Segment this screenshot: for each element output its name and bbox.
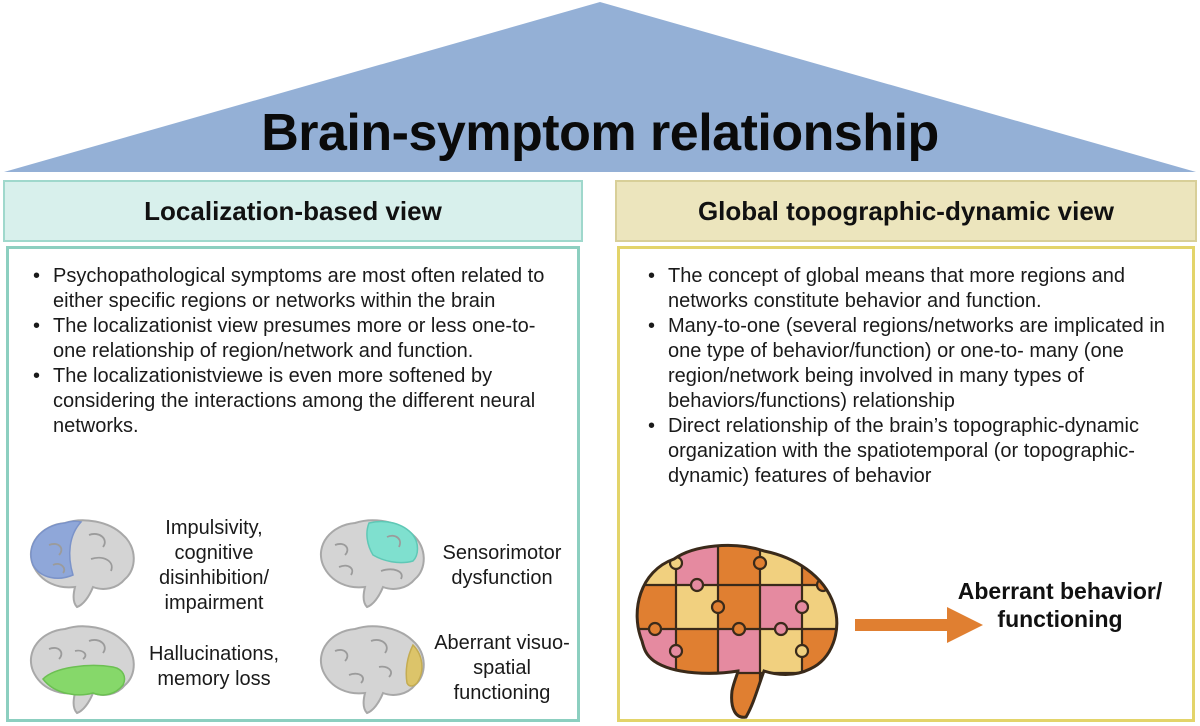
localization-bullets: Psychopathological symptoms are most oft… (27, 264, 567, 439)
bullet-item: Direct relationship of the brain’s topog… (642, 414, 1182, 489)
global-view-header: Global topographic-dynamic view (615, 180, 1197, 242)
main-title: Brain-symptom relationship (261, 104, 939, 162)
bullet-item: The localizationistviewe is even more so… (27, 364, 567, 439)
brain-occipital-icon (320, 625, 425, 715)
brain-label-temporal: Hallucinations, memory loss (148, 643, 280, 690)
brain-temporal-icon (30, 625, 135, 715)
bullet-item: Psychopathological symptoms are most oft… (27, 264, 567, 314)
bullet-item: The concept of global means that more re… (642, 264, 1182, 314)
brain-label-frontal: Impulsivity, cognitive disinhibition/ im… (158, 517, 270, 614)
brain-label-parietal: Sensorimotor dysfunction (442, 542, 562, 589)
puzzle-brain-icon (635, 543, 839, 719)
brain-frontal-icon (30, 519, 135, 609)
brain-parietal-icon (320, 519, 425, 609)
bullet-item: Many-to-one (several regions/networks ar… (642, 314, 1182, 414)
arrow-right-icon (855, 607, 983, 643)
global-bullets: The concept of global means that more re… (642, 264, 1182, 489)
bullet-item: The localizationist view presumes more o… (27, 314, 567, 364)
localization-view-header: Localization-based view (3, 180, 583, 242)
brain-label-occipital: Aberrant visuo-spatial functioning (434, 632, 570, 704)
localization-panel: Psychopathological symptoms are most oft… (6, 246, 580, 722)
roof-triangle (4, 2, 1196, 172)
global-panel: The concept of global means that more re… (617, 246, 1195, 722)
aberrant-behavior-label: Aberrant behavior/ functioning (957, 578, 1163, 632)
